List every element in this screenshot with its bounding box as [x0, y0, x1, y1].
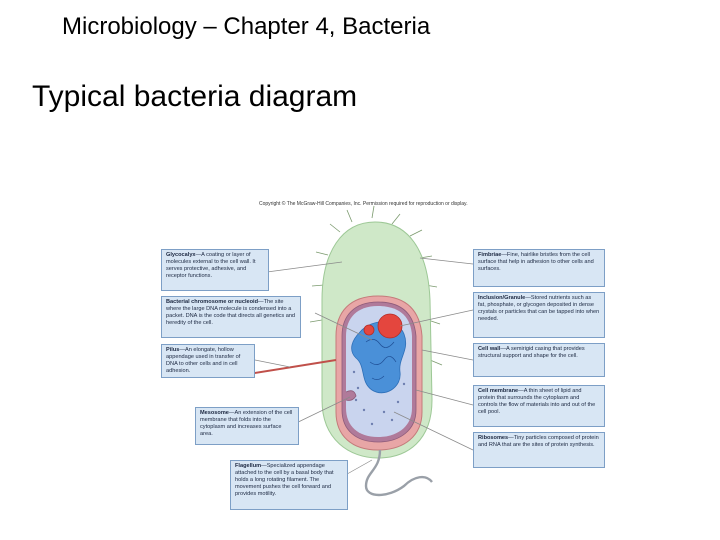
callout-flagellum: Flagellum—Specialized appendage attached…: [230, 460, 348, 510]
callout-inclusion: Inclusion/Granule—Stored nutrients such …: [473, 292, 605, 338]
callout-text: —A semirigid casing that provides struct…: [478, 346, 585, 359]
leader-lines: [254, 257, 474, 479]
nucleoid: [351, 321, 407, 394]
callout-text: —Specialized appendage attached to the c…: [235, 463, 334, 497]
callout-term: Mesosome: [200, 410, 229, 416]
callout-text: —Tiny particles composed of protein and …: [478, 435, 599, 448]
callout-cell-wall: Cell wall—A semirigid casing that provid…: [473, 343, 605, 377]
callout-text: —A thin sheet of lipid and protein that …: [478, 388, 596, 415]
callout-term: Flagellum: [235, 463, 262, 469]
copyright-notice: Copyright © The McGraw-Hill Companies, I…: [259, 201, 468, 207]
callout-term: Cell membrane: [478, 388, 519, 394]
callout-ribosomes: Ribosomes—Tiny particles composed of pro…: [473, 432, 605, 468]
callout-term: Inclusion/Granule: [478, 295, 526, 301]
flagellum: [364, 449, 433, 497]
callout-term: Cell wall: [478, 346, 501, 352]
callout-term: Pilus: [166, 347, 180, 353]
callout-term: Fimbriae: [478, 252, 502, 258]
ribosomes: [352, 370, 406, 426]
inclusion-granule: [377, 313, 403, 339]
callout-text: —Fine, hairlike bristles from the cell s…: [478, 252, 594, 272]
callout-term: Glycocalyx: [166, 252, 196, 258]
callout-text: —A coating or layer of molecules externa…: [166, 252, 256, 279]
callout-text: —An elongate, hollow appendage used in t…: [166, 347, 241, 374]
callout-fimbriae: Fimbriae—Fine, hairlike bristles from th…: [473, 249, 605, 287]
callout-term: Bacterial chromosome or nucleoid: [166, 299, 259, 305]
callout-pilus: Pilus—An elongate, hollow appendage used…: [161, 344, 255, 378]
callout-glycocalyx: Glycocalyx—A coating or layer of molecul…: [161, 249, 269, 291]
callout-text: —An extension of the cell membrane that …: [200, 410, 293, 437]
callout-nucleoid: Bacterial chromosome or nucleoid—The sit…: [161, 296, 301, 338]
callout-cell-membrane: Cell membrane—A thin sheet of lipid and …: [473, 385, 605, 427]
callout-term: Ribosomes: [478, 435, 509, 441]
callout-text: —Stored nutrients such as fat, phosphate…: [478, 295, 600, 322]
inclusion-granule-small: [363, 324, 375, 336]
callout-mesosome: Mesosome—An extension of the cell membra…: [195, 407, 299, 445]
callout-text: —The site where the large DNA molecule i…: [166, 299, 296, 326]
slide-subtitle: Typical bacteria diagram: [32, 80, 358, 113]
slide-title: Microbiology – Chapter 4, Bacteria: [62, 13, 431, 40]
